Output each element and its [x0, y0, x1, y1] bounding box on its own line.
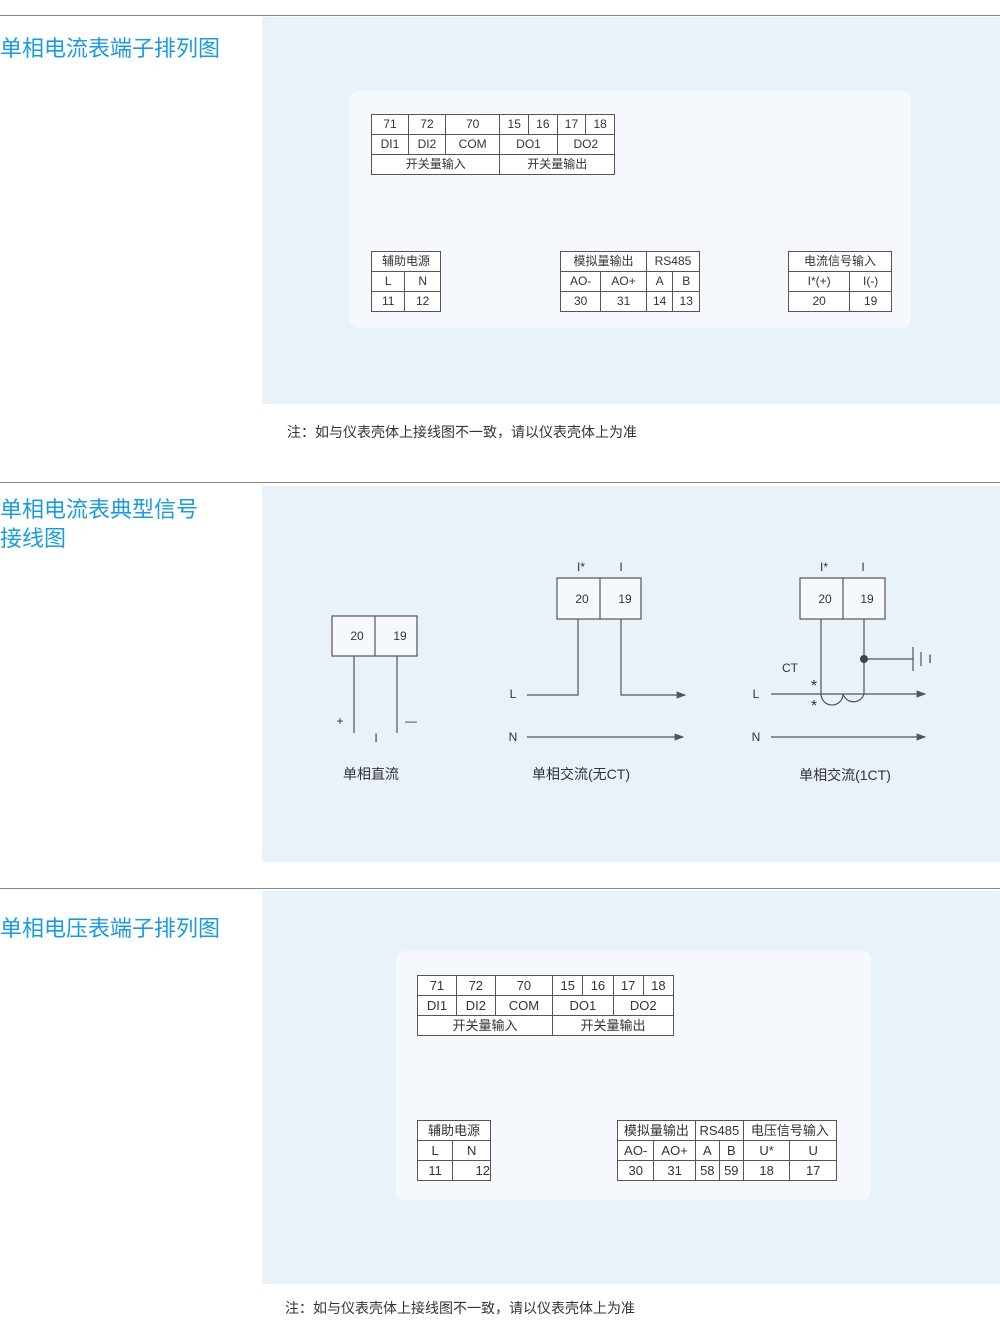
cell: 58 — [694, 1160, 720, 1181]
cell: 19 — [849, 291, 892, 312]
ac-caption: 单相交流(无CT) — [532, 766, 630, 782]
neutral-label: N — [509, 730, 518, 744]
polarity-mark: * — [811, 678, 817, 695]
cell: 12 — [452, 1160, 491, 1181]
line-label: L — [510, 687, 517, 701]
divider — [0, 15, 1000, 16]
cell: 31 — [600, 291, 647, 312]
cell: 开关量输入 — [370, 154, 501, 175]
cell: 14 — [645, 291, 674, 312]
terminal-label: I — [861, 560, 864, 574]
terminal-label: 19 — [618, 592, 632, 606]
neutral-label: N — [752, 730, 761, 744]
section3-title: 单相电压表端子排列图 — [0, 916, 221, 941]
polarity-mark: * — [811, 698, 817, 715]
cell: 20 — [787, 291, 851, 312]
cell: 模拟量输出 — [560, 251, 647, 272]
cell: 16 — [528, 114, 558, 135]
note: 注：如与仪表壳体上接线图不一致，请以仪表壳体上为准 — [287, 424, 637, 440]
cell: 16 — [582, 975, 614, 996]
cell: 72 — [455, 975, 496, 996]
terminal-label: 19 — [393, 629, 407, 643]
cell: 17 — [789, 1160, 837, 1181]
terminal-label: 19 — [860, 592, 874, 606]
section2-title-line2: 接线图 — [0, 526, 67, 551]
terminal-label: I* — [577, 560, 585, 574]
ground-icon: I — [928, 652, 931, 666]
plus-label: + — [336, 714, 343, 728]
terminal-label: I* — [820, 560, 828, 574]
cell: 电压信号输入 — [742, 1120, 838, 1141]
cell: N — [404, 271, 441, 292]
section2-title: 单相电流表典型信号 — [0, 497, 199, 522]
cell: 辅助电源 — [371, 251, 441, 272]
cell: DO2 — [612, 995, 675, 1016]
terminal-label: 20 — [350, 629, 364, 643]
junction-dot — [860, 655, 868, 663]
cell: I*(+) — [787, 271, 851, 292]
cell: 30 — [559, 291, 602, 312]
ct-diagram — [771, 577, 927, 741]
dc-diagram — [331, 615, 418, 733]
divider — [0, 482, 1000, 483]
cell: 12 — [404, 291, 441, 312]
ct-label: CT — [782, 661, 799, 675]
cell: 11 — [370, 291, 406, 312]
dc-caption: 单相直流 — [343, 766, 399, 782]
cell: COM — [444, 134, 501, 155]
cell: 开关量输入 — [416, 1015, 554, 1036]
terminal-label: 20 — [818, 592, 832, 606]
cell: 31 — [653, 1160, 696, 1181]
section1-panel — [262, 17, 1000, 404]
cell: 11 — [416, 1160, 454, 1181]
cell: B — [672, 271, 700, 292]
current-label: I — [374, 731, 377, 745]
divider — [0, 888, 1000, 889]
cell: 18 — [742, 1160, 791, 1181]
minus-label: — — [405, 714, 417, 728]
cell: DO2 — [556, 134, 616, 155]
section1-title: 单相电流表端子排列图 — [0, 36, 221, 61]
cell: 开关量输出 — [499, 154, 615, 175]
cell: RS485 — [645, 251, 701, 272]
section2-panel — [262, 486, 1000, 862]
cell: 59 — [718, 1160, 744, 1181]
note: 注：如与仪表壳体上接线图不一致，请以仪表壳体上为准 — [285, 1300, 635, 1316]
cell: 18 — [642, 975, 675, 996]
ac-diagram — [527, 577, 687, 741]
cell: 13 — [672, 291, 700, 312]
ct-caption: 单相交流(1CT) — [799, 767, 891, 783]
cell: AO+ — [653, 1140, 696, 1161]
cell: 30 — [616, 1160, 655, 1181]
cell: 70 — [444, 114, 501, 135]
terminal-label: I — [619, 560, 622, 574]
terminal-label: 20 — [575, 592, 589, 606]
cell: 开关量输出 — [552, 1015, 674, 1036]
cell: 15 — [552, 975, 584, 996]
cell: DO1 — [552, 995, 614, 1016]
cell: 电流信号输入 — [788, 251, 892, 272]
line-label: L — [753, 687, 760, 701]
